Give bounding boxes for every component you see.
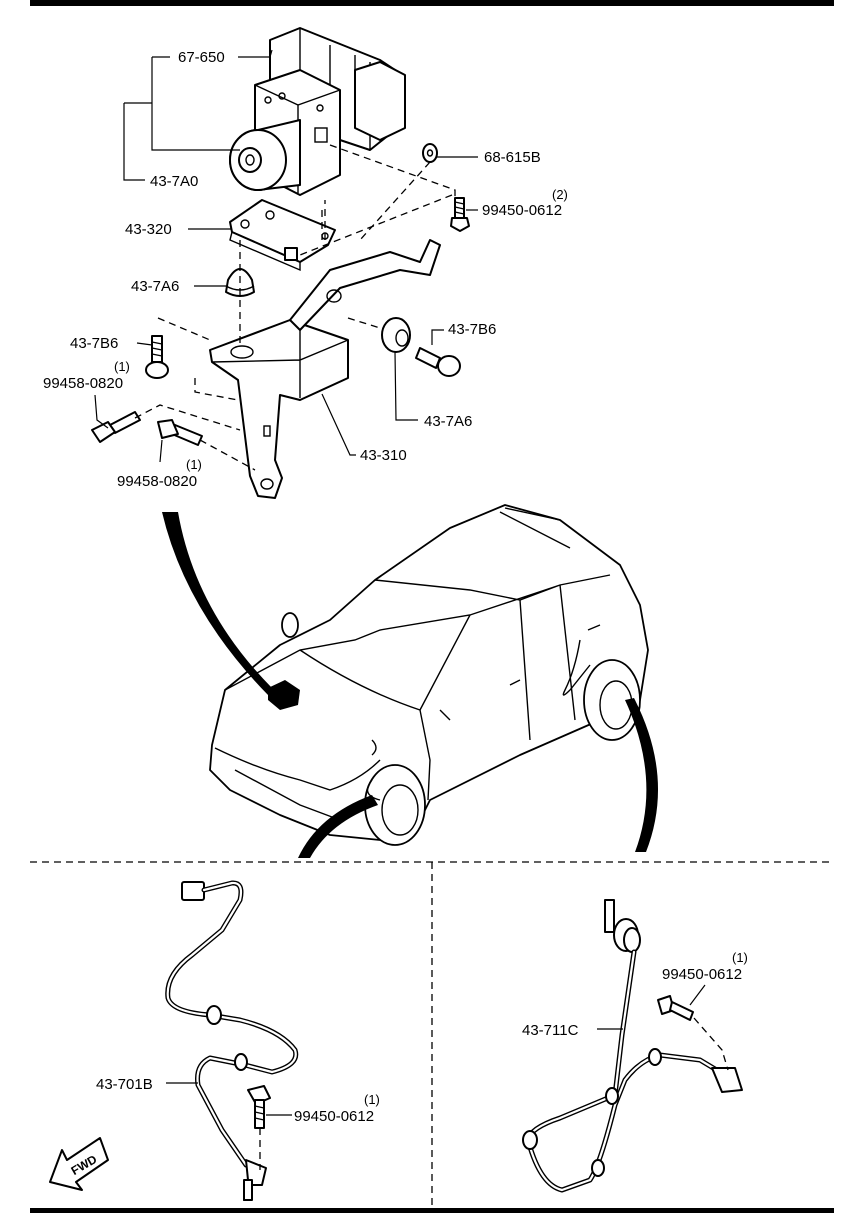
abs-location-marker <box>268 680 300 710</box>
bolt-upper-99450-0612 <box>450 197 470 232</box>
label-99450-0612-upper: 99450-0612 <box>482 202 562 219</box>
label-43-711c: 43-711C <box>522 1022 579 1039</box>
rubber-mount-side <box>381 317 411 353</box>
label-67-650: 67-650 <box>178 49 225 66</box>
label-43-310: 43-310 <box>360 447 407 464</box>
bolt-bottom-99458-0820 <box>157 419 203 446</box>
leader-rear-bolt <box>689 984 706 1006</box>
bolt-left-99458-0820 <box>91 411 141 443</box>
top-border-bar <box>30 0 834 6</box>
label-bolt-left-qty: (1) <box>114 359 130 374</box>
pointer-arrow-front-sensor <box>298 795 378 858</box>
assembly-dash-lines <box>134 144 456 471</box>
label-bolt-bottom-qty: (1) <box>186 457 202 472</box>
bottom-border-bar <box>30 1208 834 1213</box>
label-rear-bolt: 99450-0612 <box>662 966 742 983</box>
lower-bracket-43-310 <box>209 239 441 499</box>
clip-nut-68-615b <box>422 143 438 163</box>
label-bolt-upper-qty: (2) <box>552 187 568 202</box>
leader-lines-abs <box>94 49 478 463</box>
front-wheel-speed-sensor <box>165 880 299 1201</box>
label-99458-0820-bottom: 99458-0820 <box>117 473 197 490</box>
label-43-7a6-side: 43-7A6 <box>424 413 472 430</box>
vehicle-illustration <box>209 504 649 846</box>
label-front-bolt-qty: (1) <box>364 1092 380 1107</box>
label-front-bolt: 99450-0612 <box>294 1108 374 1125</box>
pointer-arrow-rear-sensor <box>625 698 659 852</box>
label-99458-0820-left: 99458-0820 <box>43 375 123 392</box>
label-43-7b6-left: 43-7B6 <box>70 335 118 352</box>
upper-bracket-43-320 <box>229 199 336 272</box>
label-rear-bolt-qty: (1) <box>732 950 748 965</box>
label-43-7b6-right: 43-7B6 <box>448 321 496 338</box>
pointer-arrow-abs <box>162 512 272 695</box>
spacer-left-43-7b6 <box>145 335 169 379</box>
label-43-7a0: 43-7A0 <box>150 173 198 190</box>
label-68-615b: 68-615B <box>484 149 541 166</box>
label-43-320: 43-320 <box>125 221 172 238</box>
abs-hydraulic-unit <box>229 27 406 196</box>
fwd-arrow-icon <box>49 1137 109 1191</box>
spacer-right-43-7b6 <box>415 347 461 377</box>
label-43-7a6-top: 43-7A6 <box>131 278 179 295</box>
label-43-701b: 43-701B <box>96 1076 153 1093</box>
rear-wheel-speed-sensor <box>522 899 743 1193</box>
